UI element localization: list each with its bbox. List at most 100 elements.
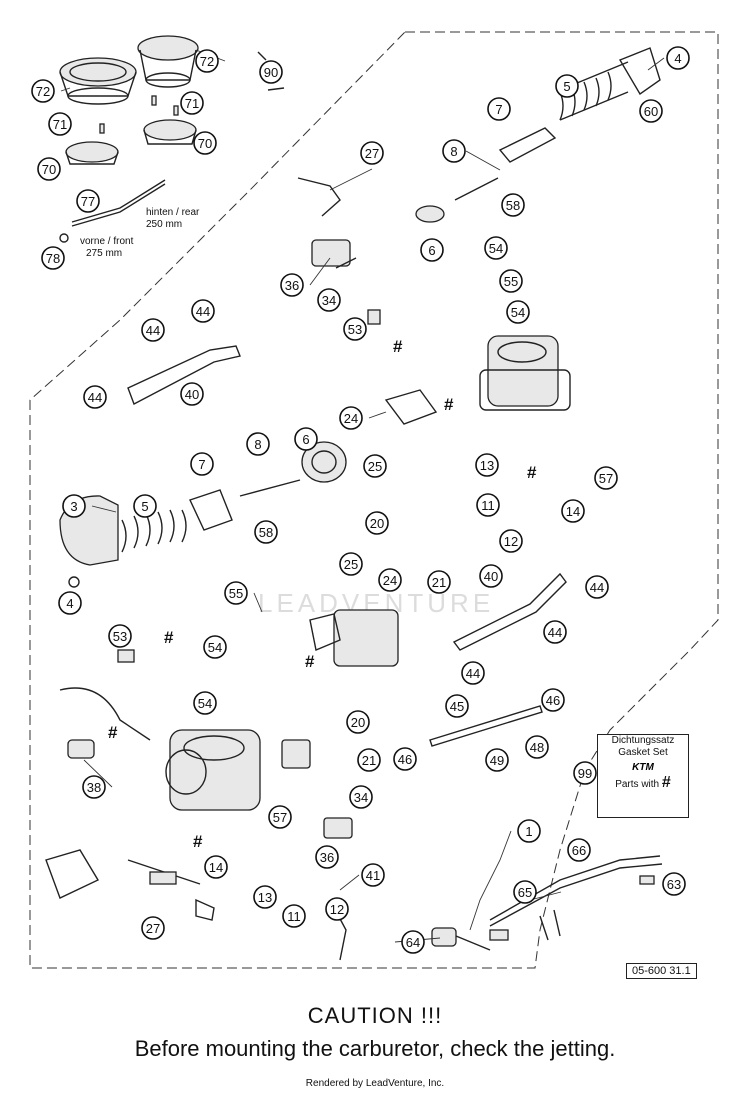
part-callout-c-55a[interactable]: 55 — [499, 269, 523, 293]
part-callout-c-63[interactable]: 63 — [662, 872, 686, 896]
part-callout-c-45[interactable]: 45 — [445, 694, 469, 718]
part-callout-c-11a[interactable]: 11 — [476, 493, 500, 517]
part-callout-c-13b[interactable]: 13 — [253, 885, 277, 909]
callout-circle — [567, 838, 591, 862]
part-callout-c-40a[interactable]: 40 — [180, 382, 204, 406]
part-callout-c-44e[interactable]: 44 — [543, 620, 567, 644]
part-callout-c-34a[interactable]: 34 — [317, 288, 341, 312]
callout-circle — [76, 189, 100, 213]
part-callout-c-12a[interactable]: 12 — [499, 529, 523, 553]
part-callout-c-65[interactable]: 65 — [513, 880, 537, 904]
part-callout-c-4a[interactable]: 4 — [666, 46, 690, 70]
part-callout-c-72a[interactable]: 72 — [31, 79, 55, 103]
part-callout-c-34b[interactable]: 34 — [349, 785, 373, 809]
part-callout-c-20b[interactable]: 20 — [346, 710, 370, 734]
callout-circle — [365, 511, 389, 535]
part-callout-c-48[interactable]: 48 — [525, 735, 549, 759]
part-callout-c-49[interactable]: 49 — [485, 748, 509, 772]
callout-circle — [555, 74, 579, 98]
part-callout-c-14a[interactable]: 14 — [561, 499, 585, 523]
callout-circle — [203, 635, 227, 659]
part-callout-c-38[interactable]: 38 — [82, 775, 106, 799]
gasket-mark: # — [393, 337, 403, 356]
part-callout-c-25b[interactable]: 25 — [339, 552, 363, 576]
part-callout-c-25a[interactable]: 25 — [363, 454, 387, 478]
gasket-mark: # — [108, 723, 118, 742]
part-callout-c-53a[interactable]: 53 — [343, 317, 367, 341]
part-callout-c-60[interactable]: 60 — [639, 99, 663, 123]
part-callout-c-46a[interactable]: 46 — [541, 688, 565, 712]
part-callout-c-13a[interactable]: 13 — [475, 453, 499, 477]
callout-circle — [294, 427, 318, 451]
part-callout-c-53b[interactable]: 53 — [108, 624, 132, 648]
callout-label: 25 — [344, 557, 358, 572]
part-callout-c-6b[interactable]: 6 — [294, 427, 318, 451]
hose-front-label: vorne / front — [80, 236, 134, 247]
gasket-set-line1: Dichtungssatz — [611, 735, 675, 746]
part-callout-c-24b[interactable]: 24 — [378, 568, 402, 592]
part-callout-c-27b[interactable]: 27 — [141, 916, 165, 940]
part-callout-c-70b[interactable]: 70 — [193, 131, 217, 155]
part-callout-c-7b[interactable]: 7 — [190, 452, 214, 476]
part-callout-c-36b[interactable]: 36 — [315, 845, 339, 869]
part-callout-c-40b[interactable]: 40 — [479, 564, 503, 588]
part-callout-c-57a[interactable]: 57 — [594, 466, 618, 490]
part-callout-c-58a[interactable]: 58 — [501, 193, 525, 217]
part-callout-c-4b[interactable]: 4 — [58, 591, 82, 615]
part-callout-c-36a[interactable]: 36 — [280, 273, 304, 297]
part-callout-c-44f[interactable]: 44 — [461, 661, 485, 685]
callout-circle — [573, 761, 597, 785]
part-callout-c-71a[interactable]: 71 — [48, 112, 72, 136]
callout-circle — [346, 710, 370, 734]
part-callout-c-99[interactable]: 99 — [573, 761, 597, 785]
part-callout-c-3[interactable]: 3 — [62, 494, 86, 518]
callout-label: 54 — [511, 305, 525, 320]
part-callout-c-54b[interactable]: 54 — [506, 300, 530, 324]
part-callout-c-21b[interactable]: 21 — [357, 748, 381, 772]
part-callout-c-77[interactable]: 77 — [76, 189, 100, 213]
part-callout-c-46b[interactable]: 46 — [393, 747, 417, 771]
callout-circle — [280, 273, 304, 297]
part-callout-c-54d[interactable]: 54 — [193, 691, 217, 715]
gasket-mark: # — [444, 395, 454, 414]
part-callout-c-72b[interactable]: 72 — [195, 49, 219, 73]
part-callout-c-57b[interactable]: 57 — [268, 805, 292, 829]
part-callout-c-1[interactable]: 1 — [517, 819, 541, 843]
part-callout-c-5b[interactable]: 5 — [133, 494, 157, 518]
right-bracket — [429, 572, 567, 747]
part-callout-c-7a[interactable]: 7 — [487, 97, 511, 121]
part-callout-c-20a[interactable]: 20 — [365, 511, 389, 535]
part-callout-c-54c[interactable]: 54 — [203, 635, 227, 659]
callout-label: 63 — [667, 877, 681, 892]
part-callout-c-12b[interactable]: 12 — [325, 897, 349, 921]
part-callout-c-24a[interactable]: 24 — [339, 406, 363, 430]
part-callout-c-58b[interactable]: 58 — [254, 520, 278, 544]
part-callout-c-54a[interactable]: 54 — [484, 236, 508, 260]
part-callout-c-6a[interactable]: 6 — [420, 238, 444, 262]
callout-label: 90 — [264, 65, 278, 80]
part-callout-c-70a[interactable]: 70 — [37, 157, 61, 181]
part-callout-c-8a[interactable]: 8 — [442, 139, 466, 163]
part-callout-c-90[interactable]: 90 — [259, 60, 283, 84]
part-callout-c-21a[interactable]: 21 — [427, 570, 451, 594]
part-callout-c-44c[interactable]: 44 — [83, 385, 107, 409]
part-callout-c-41[interactable]: 41 — [361, 863, 385, 887]
part-callout-c-11b[interactable]: 11 — [282, 904, 306, 928]
part-callout-c-8b[interactable]: 8 — [246, 432, 270, 456]
part-callout-c-66[interactable]: 66 — [567, 838, 591, 862]
part-callout-c-27a[interactable]: 27 — [360, 141, 384, 165]
callout-label: 8 — [254, 437, 261, 452]
gasket-mark: # — [193, 832, 203, 851]
part-callout-c-71b[interactable]: 71 — [180, 91, 204, 115]
part-callout-c-44b[interactable]: 44 — [141, 318, 165, 342]
part-callout-c-44d[interactable]: 44 — [585, 575, 609, 599]
callout-label: 64 — [406, 935, 420, 950]
part-callout-c-5a[interactable]: 5 — [555, 74, 579, 98]
part-callout-c-14b[interactable]: 14 — [204, 855, 228, 879]
callout-circle — [108, 624, 132, 648]
part-callout-c-44a[interactable]: 44 — [191, 299, 215, 323]
part-callout-c-78[interactable]: 78 — [41, 246, 65, 270]
callout-label: 54 — [208, 640, 222, 655]
part-callout-c-64[interactable]: 64 — [401, 930, 425, 954]
part-callout-c-55b[interactable]: 55 — [224, 581, 248, 605]
